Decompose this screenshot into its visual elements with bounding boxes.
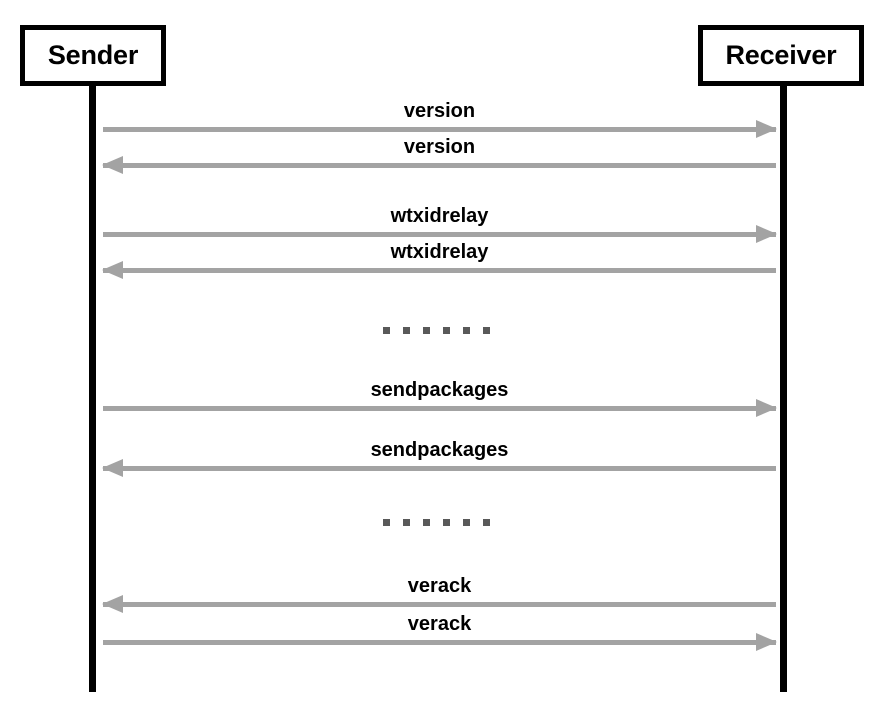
message-line [103, 232, 776, 237]
ellipsis-dot [403, 519, 410, 526]
message-line [103, 466, 776, 471]
arrowhead-left-icon [102, 156, 123, 174]
message-label: version [403, 100, 476, 122]
ellipsis-dot [483, 327, 490, 334]
arrowhead-left-icon [102, 261, 123, 279]
message-label: sendpackages [370, 439, 509, 461]
message-label: sendpackages [370, 379, 509, 401]
ellipsis-dot [423, 327, 430, 334]
arrowhead-left-icon [102, 459, 123, 477]
participant-label-sender: Sender [47, 40, 139, 70]
message-label: verack [407, 575, 472, 597]
ellipsis-dot [443, 519, 450, 526]
ellipsis-row-second [383, 519, 490, 526]
ellipsis-dot [423, 519, 430, 526]
ellipsis-dot [383, 519, 390, 526]
arrowhead-right-icon [756, 633, 777, 651]
ellipsis-dot [483, 519, 490, 526]
message-line [103, 163, 776, 168]
arrowhead-right-icon [756, 225, 777, 243]
message-label: wtxidrelay [390, 241, 489, 263]
message-label: wtxidrelay [390, 205, 489, 227]
message-line [103, 602, 776, 607]
ellipsis-dot [383, 327, 390, 334]
ellipsis-dot [463, 327, 470, 334]
message-label: verack [407, 613, 472, 635]
arrowhead-right-icon [756, 399, 777, 417]
ellipsis-dot [443, 327, 450, 334]
message-line [103, 406, 776, 411]
message-label: version [403, 136, 476, 158]
ellipsis-dot [403, 327, 410, 334]
message-line [103, 127, 776, 132]
participant-box-receiver[interactable]: Receiver [698, 25, 864, 86]
arrowhead-left-icon [102, 595, 123, 613]
participant-label-receiver: Receiver [725, 40, 837, 70]
lifeline-receiver [780, 86, 787, 692]
participant-box-sender[interactable]: Sender [20, 25, 166, 86]
ellipsis-row-first [383, 327, 490, 334]
message-line [103, 640, 776, 645]
lifeline-sender [89, 86, 96, 692]
arrowhead-right-icon [756, 120, 777, 138]
message-line [103, 268, 776, 273]
ellipsis-dot [463, 519, 470, 526]
